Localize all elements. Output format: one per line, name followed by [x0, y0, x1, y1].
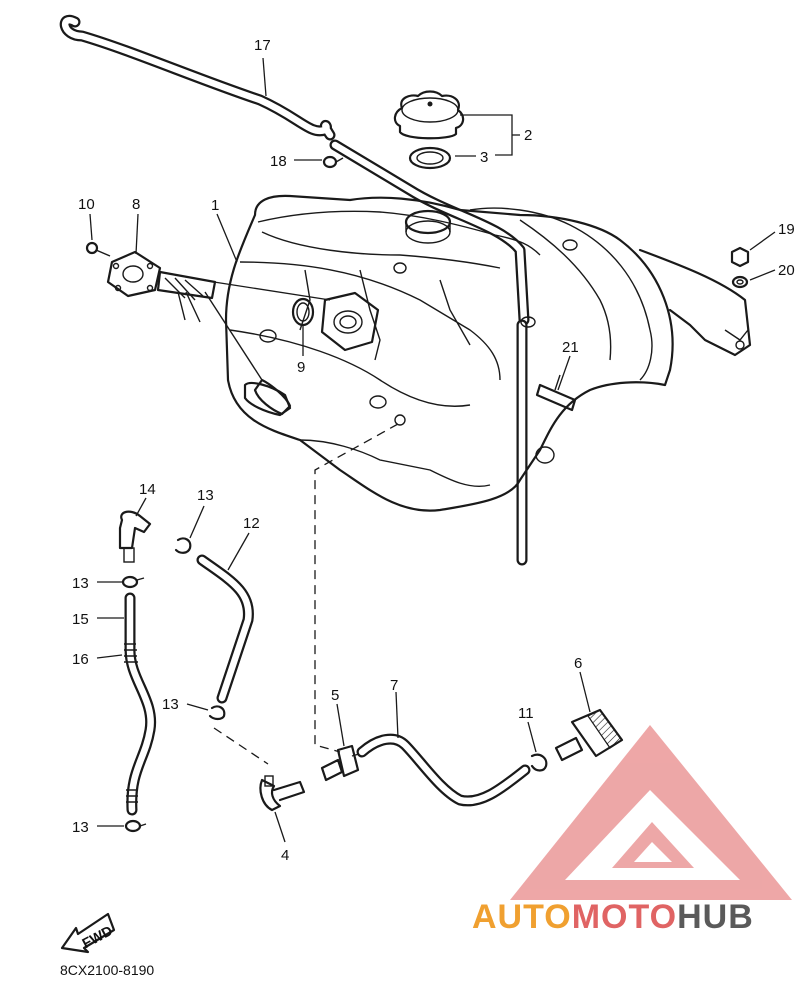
callout-17: 17 [254, 37, 271, 54]
callout-12: 12 [243, 515, 260, 532]
callout-15: 15 [72, 611, 89, 628]
callout-18: 18 [270, 153, 287, 170]
fuel-hose-15-16 [124, 592, 157, 816]
damper-21 [535, 374, 577, 412]
clamp-13-left [121, 575, 145, 589]
drawing-code: 8CX2100-8190 [60, 962, 154, 978]
svg-text:AUTOMOTOHUB: AUTOMOTOHUB [472, 898, 754, 936]
leader-lines [89, 57, 776, 843]
fwd-arrow: FWD [60, 912, 116, 954]
fuel-line-path [314, 423, 399, 753]
clamp-13-bottom [124, 819, 147, 833]
nut-19 [730, 246, 750, 268]
clamp-13-upper [174, 537, 192, 554]
fuel-cap-2 [393, 90, 465, 140]
callout-10: 10 [78, 196, 95, 213]
callout-labels: 17 1 2 3 18 10 8 9 19 20 21 14 13 12 13 … [72, 37, 795, 864]
callout-11: 11 [518, 705, 534, 722]
callout-7: 7 [390, 677, 398, 694]
callout-20: 20 [778, 262, 795, 279]
callout-8: 8 [132, 196, 140, 213]
fuel-tank-1 [224, 194, 752, 512]
bolt-10 [85, 241, 111, 257]
watermark-text: AUTOMOTOHUB [472, 898, 754, 936]
callout-19: 19 [778, 221, 795, 238]
fitting-14 [118, 510, 152, 563]
callout-16: 16 [72, 651, 89, 668]
callout-14: 14 [139, 481, 156, 498]
callout-21: 21 [562, 339, 579, 356]
hose-12 [196, 554, 254, 704]
fuel-filter-6 [554, 708, 624, 762]
fwd-label: FWD [79, 922, 115, 951]
callout-2: 2 [524, 127, 532, 144]
cap-seal-ring-3 [408, 146, 452, 170]
callout-4: 4 [281, 847, 289, 864]
hose-connection-path [213, 727, 269, 765]
breather-hose-17 [59, 14, 530, 566]
elbow-joint-4 [259, 775, 306, 812]
callout-6: 6 [574, 655, 582, 672]
o-ring-9 [291, 297, 315, 327]
clamp-11 [530, 753, 548, 772]
watermark-hub: HUB [677, 898, 754, 936]
callout-1: 1 [211, 197, 219, 214]
callout-13-mid: 13 [162, 696, 179, 713]
callout-13-bottom: 13 [72, 819, 89, 836]
clip-18 [322, 155, 344, 169]
washer-20 [731, 275, 749, 289]
callout-13-left: 13 [72, 575, 89, 592]
fuel-pump-assembly-8 [106, 250, 292, 416]
watermark-moto: MOTO [572, 898, 677, 936]
clamp-13-mid [208, 705, 226, 721]
fuel-hose-7 [356, 733, 531, 807]
callout-13-upper: 13 [197, 487, 214, 504]
watermark-logo [510, 725, 792, 900]
watermark-auto: AUTO [472, 898, 572, 936]
callout-5: 5 [331, 687, 339, 704]
callout-9: 9 [297, 359, 305, 376]
callout-3: 3 [480, 149, 488, 166]
